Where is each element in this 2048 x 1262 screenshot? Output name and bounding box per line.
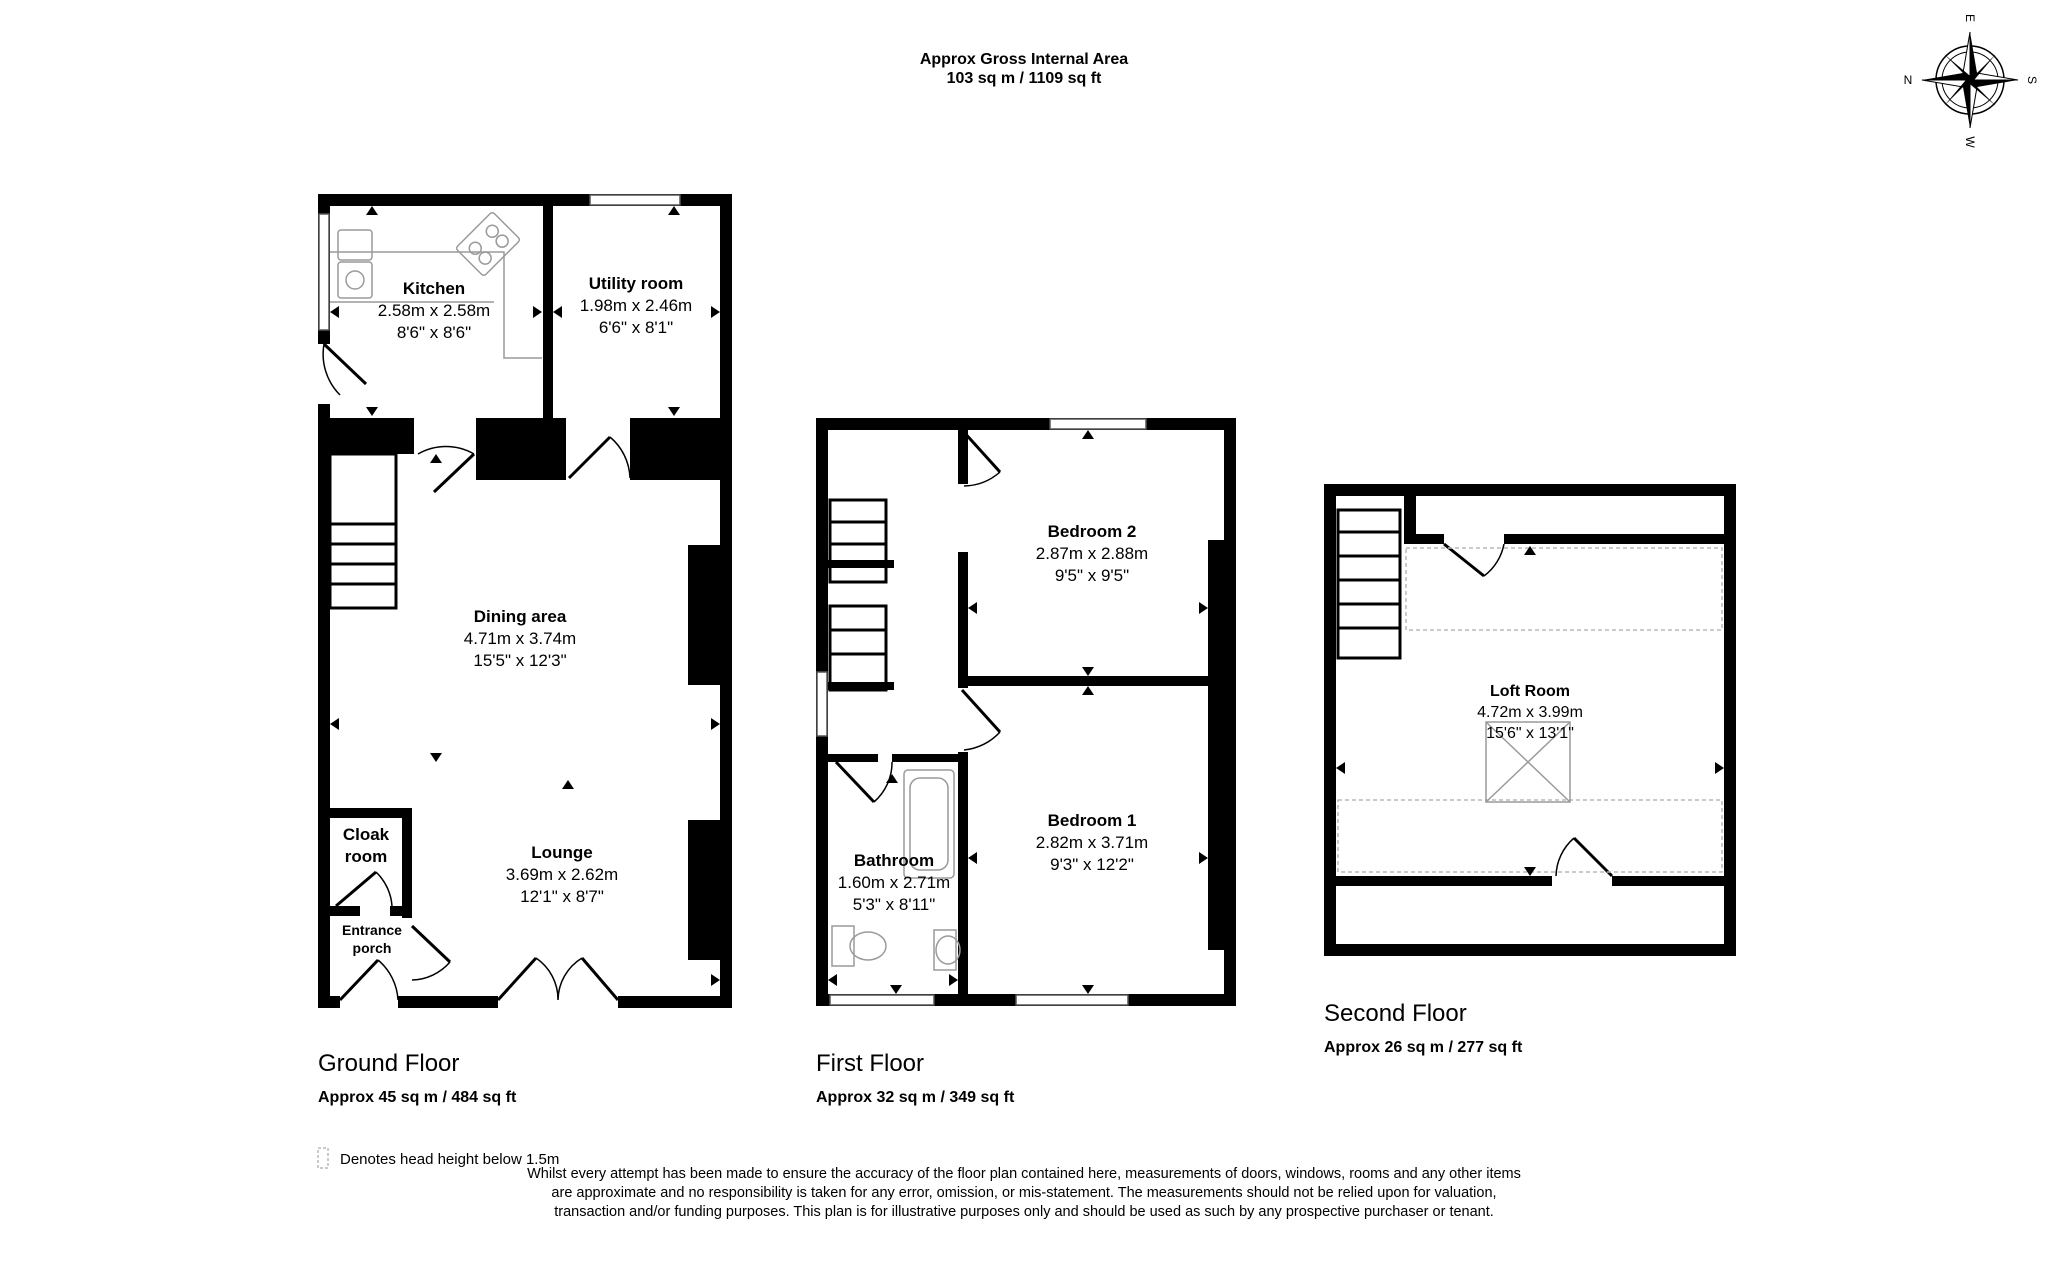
- ground-floor-doors: [322, 342, 631, 1002]
- first-floor-doors: [834, 428, 1002, 804]
- compass-s-label: S: [2025, 76, 2039, 84]
- compass-rose-icon: E N S W: [1904, 14, 2039, 148]
- ground-floor-windows: [318, 194, 681, 331]
- ground-floor-plan: [318, 194, 732, 1008]
- first-floor-walls: [816, 418, 1236, 1006]
- second-floor-plan: [1324, 484, 1736, 956]
- dining-name: Dining area: [474, 607, 567, 626]
- bathroom-imperial: 5'3" x 8'11": [853, 895, 936, 914]
- compass-w-label: W: [1963, 136, 1977, 148]
- first-floor-stairs: [828, 498, 888, 692]
- gross-area-title: Approx Gross Internal Area: [919, 51, 1129, 68]
- second-floor-walls: [1324, 484, 1736, 956]
- legend-swatch: [317, 1147, 329, 1169]
- compass-e-label: E: [1963, 14, 1977, 22]
- bedroom1-metric: 2.82m x 3.71m: [1036, 833, 1148, 852]
- kitchen-imperial: 8'6" x 8'6": [397, 323, 471, 342]
- lounge-metric: 3.69m x 2.62m: [506, 865, 618, 884]
- second-floor-title: Second Floor: [1324, 1000, 1467, 1027]
- first-floor-title: First Floor: [816, 1050, 924, 1077]
- dining-imperial: 15'5" x 12'3": [473, 651, 566, 670]
- gross-area-value: 103 sq m / 1109 sq ft: [946, 70, 1102, 87]
- bathroom-name: Bathroom: [854, 851, 934, 870]
- legend-text: Denotes head height below 1.5m: [340, 1151, 560, 1168]
- first-floor-area: Approx 32 sq m / 349 sq ft: [816, 1089, 1015, 1106]
- kitchen-name: Kitchen: [403, 279, 465, 298]
- first-floor-windows: [816, 418, 1147, 1006]
- ground-floor-stairs: [328, 452, 398, 610]
- ground-floor-area: Approx 45 sq m / 484 sq ft: [318, 1089, 517, 1106]
- cloak-room-name-line1: Cloak: [343, 825, 390, 844]
- disclaimer-text: Whilst every attempt has been made to en…: [527, 1166, 1521, 1220]
- bathroom-fittings: [831, 769, 961, 971]
- lounge-name: Lounge: [531, 843, 592, 862]
- utility-imperial: 6'6" x 8'1": [599, 318, 673, 337]
- utility-metric: 1.98m x 2.46m: [580, 296, 692, 315]
- second-floor-area: Approx 26 sq m / 277 sq ft: [1324, 1039, 1523, 1056]
- bedroom2-imperial: 9'5" x 9'5": [1055, 566, 1129, 585]
- room-labels: Kitchen 2.58m x 2.58m 8'6" x 8'6" Utilit…: [342, 274, 1583, 956]
- lounge-imperial: 12'1" x 8'7": [520, 887, 604, 906]
- second-floor-stairs: [1336, 508, 1402, 660]
- cloak-room-name-line2: room: [345, 847, 388, 866]
- bedroom2-name: Bedroom 2: [1048, 522, 1137, 541]
- bathroom-metric: 1.60m x 2.71m: [838, 873, 950, 892]
- dimension-arrows: [330, 206, 1724, 994]
- kitchen-metric: 2.58m x 2.58m: [378, 301, 490, 320]
- loft-metric: 4.72m x 3.99m: [1477, 704, 1583, 721]
- bedroom2-metric: 2.87m x 2.88m: [1036, 544, 1148, 563]
- utility-name: Utility room: [589, 274, 683, 293]
- bedroom1-name: Bedroom 1: [1048, 811, 1137, 830]
- loft-name: Loft Room: [1490, 683, 1570, 700]
- bedroom1-imperial: 9'3" x 12'2": [1050, 855, 1134, 874]
- kitchen-fittings: [330, 211, 542, 359]
- dining-metric: 4.71m x 3.74m: [464, 629, 576, 648]
- ground-floor-walls: [318, 194, 732, 1008]
- ground-floor-title: Ground Floor: [318, 1050, 460, 1077]
- second-floor-doors: [1443, 542, 1614, 878]
- loft-skylight: [1485, 721, 1571, 803]
- first-floor-plan: [816, 418, 1236, 1006]
- entrance-porch-name-line1: Entrance: [342, 922, 402, 938]
- compass-n-label: N: [1904, 73, 1913, 87]
- entrance-porch-name-line2: porch: [353, 940, 392, 956]
- loft-imperial: 15'6" x 13'1": [1486, 725, 1574, 742]
